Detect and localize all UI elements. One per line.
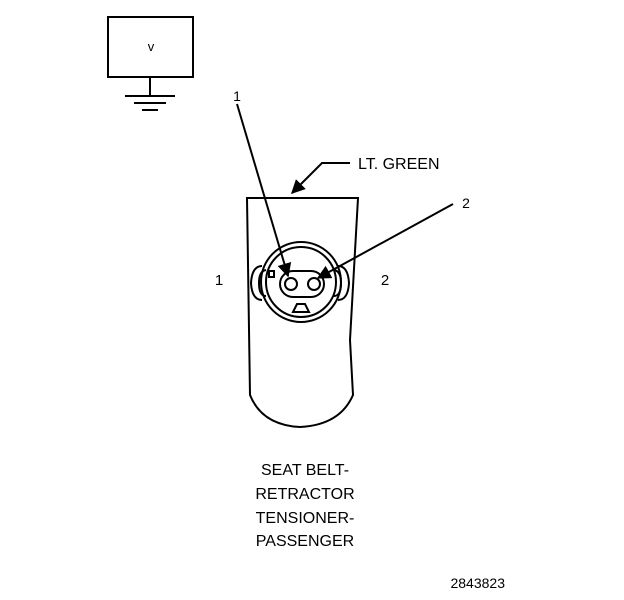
voltmeter-box [107,16,194,78]
component-name-line: RETRACTOR [255,486,354,503]
connector-tab [268,270,275,278]
terminal-2-pin [307,277,321,291]
component-name-line: SEAT BELT- [261,462,349,479]
terminal-1-label: 1 [215,272,223,289]
connector-face-outer [260,241,342,323]
connector-right-latch [337,265,351,301]
voltmeter-symbol: v [148,39,155,54]
probe-1-arrow [236,103,292,278]
probe-arrows [236,103,454,279]
voltmeter: v [107,16,194,111]
probe-1-callout: 1 [233,88,241,104]
terminal-cavity [279,270,325,298]
component-name: SEAT BELT- RETRACTOR TENSIONER- PASSENGE… [255,462,354,550]
terminal-2-label: 2 [381,272,389,289]
connector-left-latch [249,265,263,301]
connector-face-inner [265,246,337,318]
figure-id: 2843823 [450,575,505,591]
terminal-1-pin [284,277,298,291]
component-name-line: PASSENGER [256,533,354,550]
component-name-line: TENSIONER- [256,510,355,527]
wire-color-label: LT. GREEN [358,156,440,173]
wire-callout-leader [291,162,350,194]
connector-key [291,303,311,313]
wire-color-callout: LT. GREEN [291,156,440,194]
probe-2-callout: 2 [462,195,470,211]
probe-2-arrow [316,203,454,279]
connector [245,197,360,429]
ground-icon [125,77,175,111]
